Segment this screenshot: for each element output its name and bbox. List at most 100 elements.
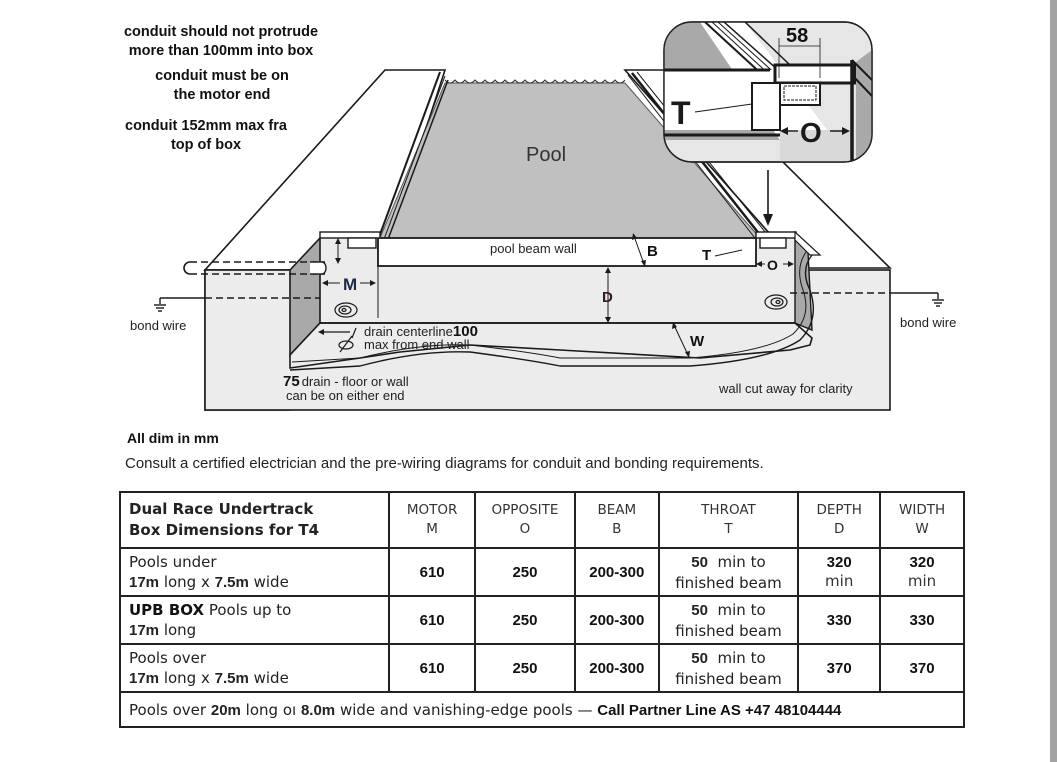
dim-label-m: M	[343, 275, 357, 294]
width-suffix: min	[907, 572, 937, 590]
note-conduit-protrude: conduit should not protrude more than 10…	[108, 23, 334, 61]
cell-depth: 320 min	[797, 547, 882, 597]
cell-depth: 330	[797, 595, 882, 645]
drain-centerline-text: drain centerline	[364, 324, 453, 339]
header-symbol: O	[519, 521, 531, 537]
cell-opposite: 250	[474, 547, 576, 597]
partner-line-contact: Call Partner Line AS +47 48104444	[597, 701, 842, 719]
drain-centerline-value: 100	[453, 323, 478, 340]
cell-width: 330	[879, 595, 965, 645]
table-row: UPB BOX Pools up to 17m long 610 250 200…	[118, 595, 965, 645]
header-motor: MOTOR M	[388, 491, 477, 549]
pool-box-diagram: M bond wire bond wire drain centerline10…	[130, 21, 956, 411]
header-symbol: M	[426, 521, 438, 537]
table-row: Pools over 17m long x 7.5m wide 610 250 …	[118, 643, 965, 693]
drain-either-end-label: can be on either end	[286, 388, 405, 403]
desc-line1: Pools under	[129, 552, 217, 571]
dimensions-table: Dual Race Undertrack Box Dimensions for …	[118, 491, 965, 728]
header-symbol: B	[612, 521, 622, 537]
cell-throat: 50 min to finished beam	[657, 643, 800, 693]
detail-label-o: O	[800, 117, 822, 148]
desc-width: 7.5m	[214, 669, 249, 687]
footer-width: 8.0m	[300, 701, 336, 719]
header-throat: THROAT T	[657, 491, 800, 549]
row-description: UPB BOX Pools up to 17m long	[118, 595, 391, 645]
note-line: the motor end	[173, 87, 271, 103]
drain-icon	[320, 327, 357, 353]
cell-throat: 50 min to finished beam	[657, 547, 800, 597]
wall-cutaway-label: wall cut away for clarity	[718, 381, 853, 396]
header-symbol: D	[833, 521, 845, 537]
desc-length: 17m	[129, 621, 160, 639]
cell-throat: 50 min to finished beam	[657, 595, 800, 645]
cell-width: 370	[879, 643, 965, 693]
header-name: MOTOR	[406, 502, 458, 518]
bond-wire-right-label: bond wire	[900, 315, 956, 330]
dim-label-b: B	[647, 243, 658, 260]
header-symbol: W	[915, 521, 929, 537]
page-scrollbar[interactable]	[1050, 0, 1057, 762]
conduit-pipe	[190, 261, 325, 275]
header-name: BEAM	[597, 502, 637, 518]
throat-text: finished beam	[675, 573, 782, 592]
desc-mid: long	[163, 620, 197, 639]
detail-pointer-arrow	[763, 214, 773, 226]
throat-value: 50	[691, 601, 708, 619]
note-line: top of box	[170, 137, 242, 153]
table-header-row: Dual Race Undertrack Box Dimensions for …	[118, 491, 965, 549]
footer-mid: long oı	[245, 700, 297, 719]
desc-mid: long x	[163, 572, 210, 591]
desc-bold: UPB BOX	[129, 600, 205, 619]
dim-label-d: D	[602, 289, 613, 306]
header-width: WIDTH W	[879, 491, 965, 549]
detail-callout: 58 T O	[663, 21, 873, 163]
consult-note: Consult a certified electrician and the …	[125, 455, 764, 472]
note-line: conduit 152mm max fra	[125, 118, 287, 134]
cell-motor: 610	[388, 643, 477, 693]
bond-wire-left-label: bond wire	[130, 318, 186, 333]
throat-value: 50	[691, 553, 708, 571]
row-description: Pools over 17m long x 7.5m wide	[118, 643, 391, 693]
detail-label-t: T	[671, 95, 691, 131]
header-name: WIDTH	[898, 502, 946, 518]
throat-text: min to	[717, 648, 766, 667]
depth-value: 320	[826, 554, 852, 571]
desc-line1: Pools up to	[208, 600, 292, 619]
cell-motor: 610	[388, 595, 477, 645]
cell-opposite: 250	[474, 595, 576, 645]
throat-text: finished beam	[675, 621, 782, 640]
dim-label-o: O	[767, 257, 778, 273]
beam-wall-label: pool beam wall	[490, 241, 577, 256]
pool-beam-wall	[377, 237, 757, 267]
dim-label-w: W	[690, 333, 705, 350]
drain-floor-text: drain - floor or wall	[302, 374, 409, 389]
note-line: conduit must be on	[155, 68, 289, 84]
header-name: DEPTH	[816, 502, 862, 518]
right-track-bracket	[759, 237, 787, 249]
width-value: 320	[909, 554, 935, 571]
coiled-wire-right-icon	[764, 294, 788, 310]
desc-end: wide	[253, 572, 289, 591]
row-description: Pools under 17m long x 7.5m wide	[118, 547, 391, 597]
note-line: more than 100mm into box	[128, 43, 314, 59]
drain-centerline-label: drain centerline100	[364, 323, 478, 340]
header-symbol: T	[724, 521, 733, 537]
table-row: Pools under 17m long x 7.5m wide 610 250…	[118, 547, 965, 597]
header-name: THROAT	[701, 502, 756, 518]
table-footer-row: Pools over 20m long oı 8.0m wide and van…	[119, 691, 965, 728]
desc-length: 17m	[129, 573, 160, 591]
cell-beam: 200-300	[573, 643, 660, 693]
note-conduit-max-top: conduit 152mm max fra top of box	[108, 117, 304, 155]
cell-beam: 200-300	[573, 547, 660, 597]
desc-end: wide	[253, 668, 289, 687]
footer-prefix: Pools over	[129, 700, 207, 719]
throat-text: finished beam	[675, 669, 782, 688]
throat-value: 50	[691, 649, 708, 667]
cell-opposite: 250	[474, 643, 576, 693]
cell-width: 320 min	[879, 547, 965, 597]
desc-line1: Pools over	[129, 648, 207, 667]
depth-suffix: min	[825, 572, 854, 590]
desc-width: 7.5m	[214, 573, 249, 591]
